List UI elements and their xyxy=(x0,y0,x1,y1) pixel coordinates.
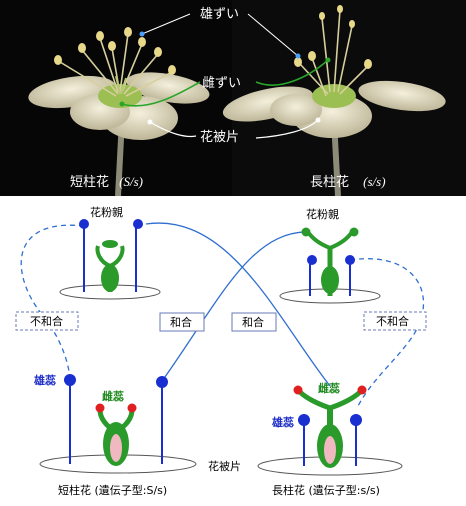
pistil-callout: 雌ずい xyxy=(202,75,241,91)
incompatible-right-box: 不和合 xyxy=(376,314,409,328)
bottom-left-short-style-flower xyxy=(39,374,197,474)
long-style-flower-photo xyxy=(222,5,446,197)
top-right-long-style-flower xyxy=(279,227,381,304)
short-style-genotype-caption: 短柱花 (遺伝子型:S/s) xyxy=(58,483,167,497)
pollination-diagram-svg: 花粉親 花粉親 不和合 和合 和合 不和合 雄蕊 雌蕊 雌蕊 雄蕊 花被片 短柱… xyxy=(15,206,427,497)
long-style-genotype-caption: 長柱花 (遺伝子型:s/s) xyxy=(272,483,380,497)
pollen-parent-left-label: 花粉親 xyxy=(90,206,123,219)
bottom-right-long-style-flower xyxy=(257,385,403,476)
compatible-left-box: 和合 xyxy=(170,315,192,329)
left-stamen-label: 雄蕊 xyxy=(33,373,56,387)
petal-callout: 花被片 xyxy=(200,129,239,145)
left-pistil-label: 雌蕊 xyxy=(102,389,124,403)
right-stamen-label: 雄蕊 xyxy=(271,415,294,429)
photo-callout-lines xyxy=(141,13,299,57)
short-style-caption: 短柱花 (S/s) xyxy=(70,174,143,190)
flower-photo-panel: 雄ずい 雌ずい 花被片 短柱花 (S/s) 長柱花 (s/s) xyxy=(0,0,466,197)
incompatible-left-box: 不和合 xyxy=(30,314,63,328)
incompatible-dashed-lines xyxy=(20,224,425,407)
compatible-right-box: 和合 xyxy=(242,315,264,329)
compatible-cross-lines xyxy=(145,222,331,387)
petal-label: 花被片 xyxy=(208,460,241,473)
pollination-diagram: 花粉親 花粉親 不和合 和合 和合 不和合 雄蕊 雌蕊 雌蕊 雄蕊 花被片 短柱… xyxy=(0,196,466,502)
long-style-caption: 長柱花 (s/s) xyxy=(310,174,386,190)
short-style-flower-photo xyxy=(28,27,210,197)
right-pistil-label: 雌蕊 xyxy=(318,381,340,395)
stamen-callout: 雄ずい xyxy=(200,7,239,22)
top-left-short-style-flower xyxy=(59,219,161,300)
pollen-parent-right-label: 花粉親 xyxy=(306,208,339,221)
flower-photo: 雄ずい 雌ずい 花被片 短柱花 (S/s) 長柱花 (s/s) xyxy=(0,0,466,197)
